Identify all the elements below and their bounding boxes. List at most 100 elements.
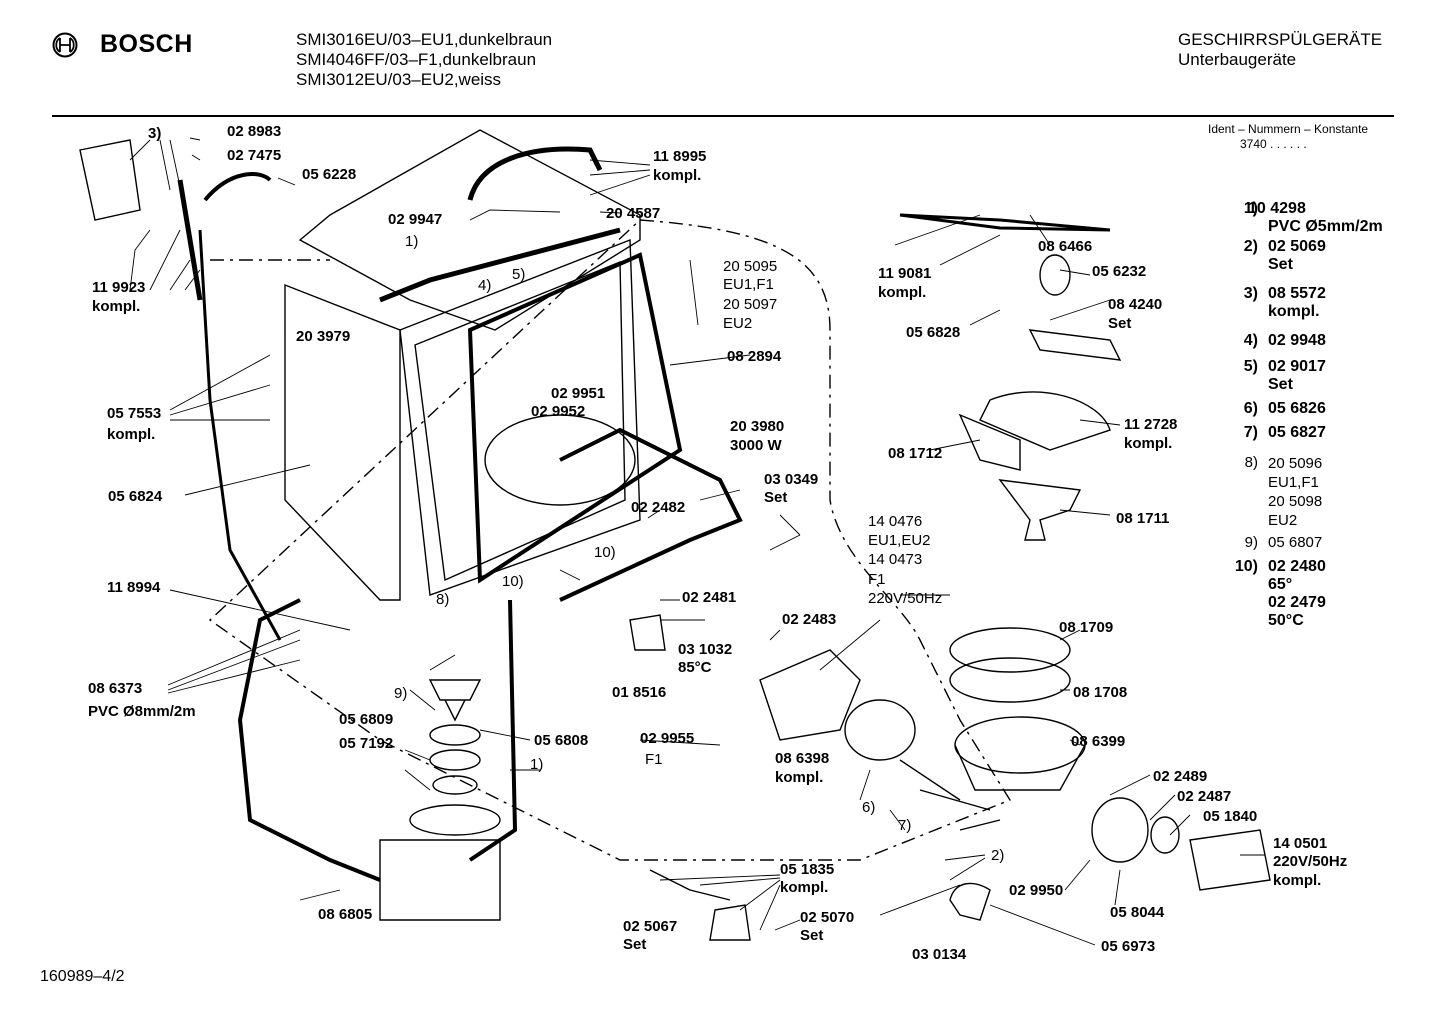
salt-cap (428, 679, 482, 722)
pump-housing (844, 699, 916, 761)
part-label: 02 5070 (800, 909, 854, 926)
part-label: 5) (512, 266, 525, 283)
part-label: kompl. (775, 769, 823, 786)
part-label: 1) (530, 756, 543, 773)
part-label: 02 9947 (388, 211, 442, 228)
part-label: 02 5067 (623, 918, 677, 935)
brand-name: BOSCH (100, 30, 193, 58)
tub-cabinet (298, 129, 641, 331)
inlet-hose-curl (203, 172, 272, 202)
part-label: 05 6232 (1092, 263, 1146, 280)
part-label: 02 7475 (227, 147, 281, 164)
part-label: 02 8983 (227, 123, 281, 140)
water-box (79, 139, 141, 221)
filter-cup (1039, 254, 1071, 296)
tub-floor (484, 414, 636, 506)
part-label: 03 1032 (678, 641, 732, 658)
part-label: 05 6809 (339, 711, 393, 728)
legend-value: 05 6807 (1268, 534, 1323, 551)
brand-block: BOSCH (52, 30, 193, 59)
heater-element (559, 427, 743, 602)
legend-key: 6) (1243, 400, 1258, 417)
part-label: EU1,EU2 (868, 532, 931, 549)
sump-bowl (954, 716, 1086, 774)
part-label: 85°C (678, 659, 712, 676)
part-label: kompl. (1273, 872, 1321, 889)
part-label: 7) (898, 817, 911, 834)
part-label: 08 1712 (888, 445, 942, 462)
thermostat (629, 614, 666, 651)
drain-pump-cover (1091, 797, 1149, 863)
part-label: 02 9950 (1009, 882, 1063, 899)
part-label: 08 6399 (1071, 733, 1125, 750)
part-label: 08 2894 (727, 348, 782, 365)
tub-front (399, 238, 641, 596)
part-label: 6) (862, 799, 875, 816)
part-label: 3000 W (730, 437, 783, 454)
door-frame (414, 260, 626, 582)
part-label: Set (623, 936, 646, 953)
part-label: 08 6805 (318, 906, 372, 923)
part-label: 11 9081 (878, 265, 931, 282)
sump-bowl-base (954, 744, 1086, 791)
part-label: 08 1711 (1116, 510, 1169, 527)
drain-elbow (949, 882, 991, 921)
model-line: SMI3012EU/03–EU2,weiss (296, 70, 502, 89)
pipe-vertical (468, 599, 518, 862)
part-label: 10) (502, 573, 524, 590)
door-seal (467, 252, 683, 584)
part-label: 3) (148, 125, 161, 142)
top-hose (467, 146, 603, 201)
part-label: 08 1708 (1073, 684, 1127, 701)
legend-key: 5) (1243, 358, 1258, 375)
category-block: GESCHIRRSPÜLGERÄTE Unterbaugeräte (1178, 30, 1382, 70)
part-label: 4) (478, 277, 491, 294)
ring-3 (432, 775, 478, 795)
micro-filter (958, 413, 1021, 471)
part-label: EU1,F1 (723, 276, 774, 293)
part-label: 14 0476 (868, 513, 922, 530)
valve-fitting (649, 869, 731, 901)
legend-key: 10) (1234, 558, 1258, 575)
part-label: 08 4240 (1108, 296, 1162, 313)
part-label: 03 0134 (912, 946, 967, 963)
part-label: 05 8044 (1110, 904, 1165, 921)
inlet-pipe (177, 179, 203, 301)
part-label: PVC Ø8mm/2m (88, 703, 196, 720)
part-label: 11 9923 (92, 279, 145, 296)
pump-hoses (899, 759, 1001, 831)
legend-key: 7) (1243, 424, 1258, 441)
filter-plate (979, 391, 1111, 451)
part-label: 2) (991, 847, 1004, 864)
part-label: 08 6466 (1038, 238, 1092, 255)
leader-lines (129, 137, 1265, 946)
model-line: SMI3016EU/03–EU1,dunkelbraun (296, 30, 553, 49)
part-label: 05 6808 (534, 732, 588, 749)
part-label: 02 2489 (1153, 768, 1207, 785)
spray-bracket (1028, 329, 1122, 361)
sieve-ring-1 (949, 627, 1071, 673)
part-label: 20 3979 (296, 328, 350, 345)
part-label: 05 1840 (1203, 808, 1257, 825)
legend-key: 4) (1243, 332, 1258, 349)
drawing-number: 160989–4/2 (40, 968, 125, 985)
tub-side (284, 283, 401, 601)
legend-item: 7) 05 6827 (1190, 424, 1390, 454)
drain-pump (1189, 829, 1271, 891)
part-label: 02 9952 (531, 403, 585, 420)
part-label: 11 2728 (1124, 416, 1177, 433)
inlet-hose (198, 229, 282, 641)
part-label: 1) (405, 233, 418, 250)
legend-key: 3) (1243, 285, 1258, 302)
part-label: 05 1835 (780, 861, 834, 878)
part-label: 08 1709 (1059, 619, 1113, 636)
part-label: 14 0473 (868, 551, 922, 568)
part-label: 02 2487 (1177, 788, 1231, 805)
legend-key: 8) (1244, 454, 1258, 471)
legend-value: 05 6827 (1268, 424, 1326, 441)
